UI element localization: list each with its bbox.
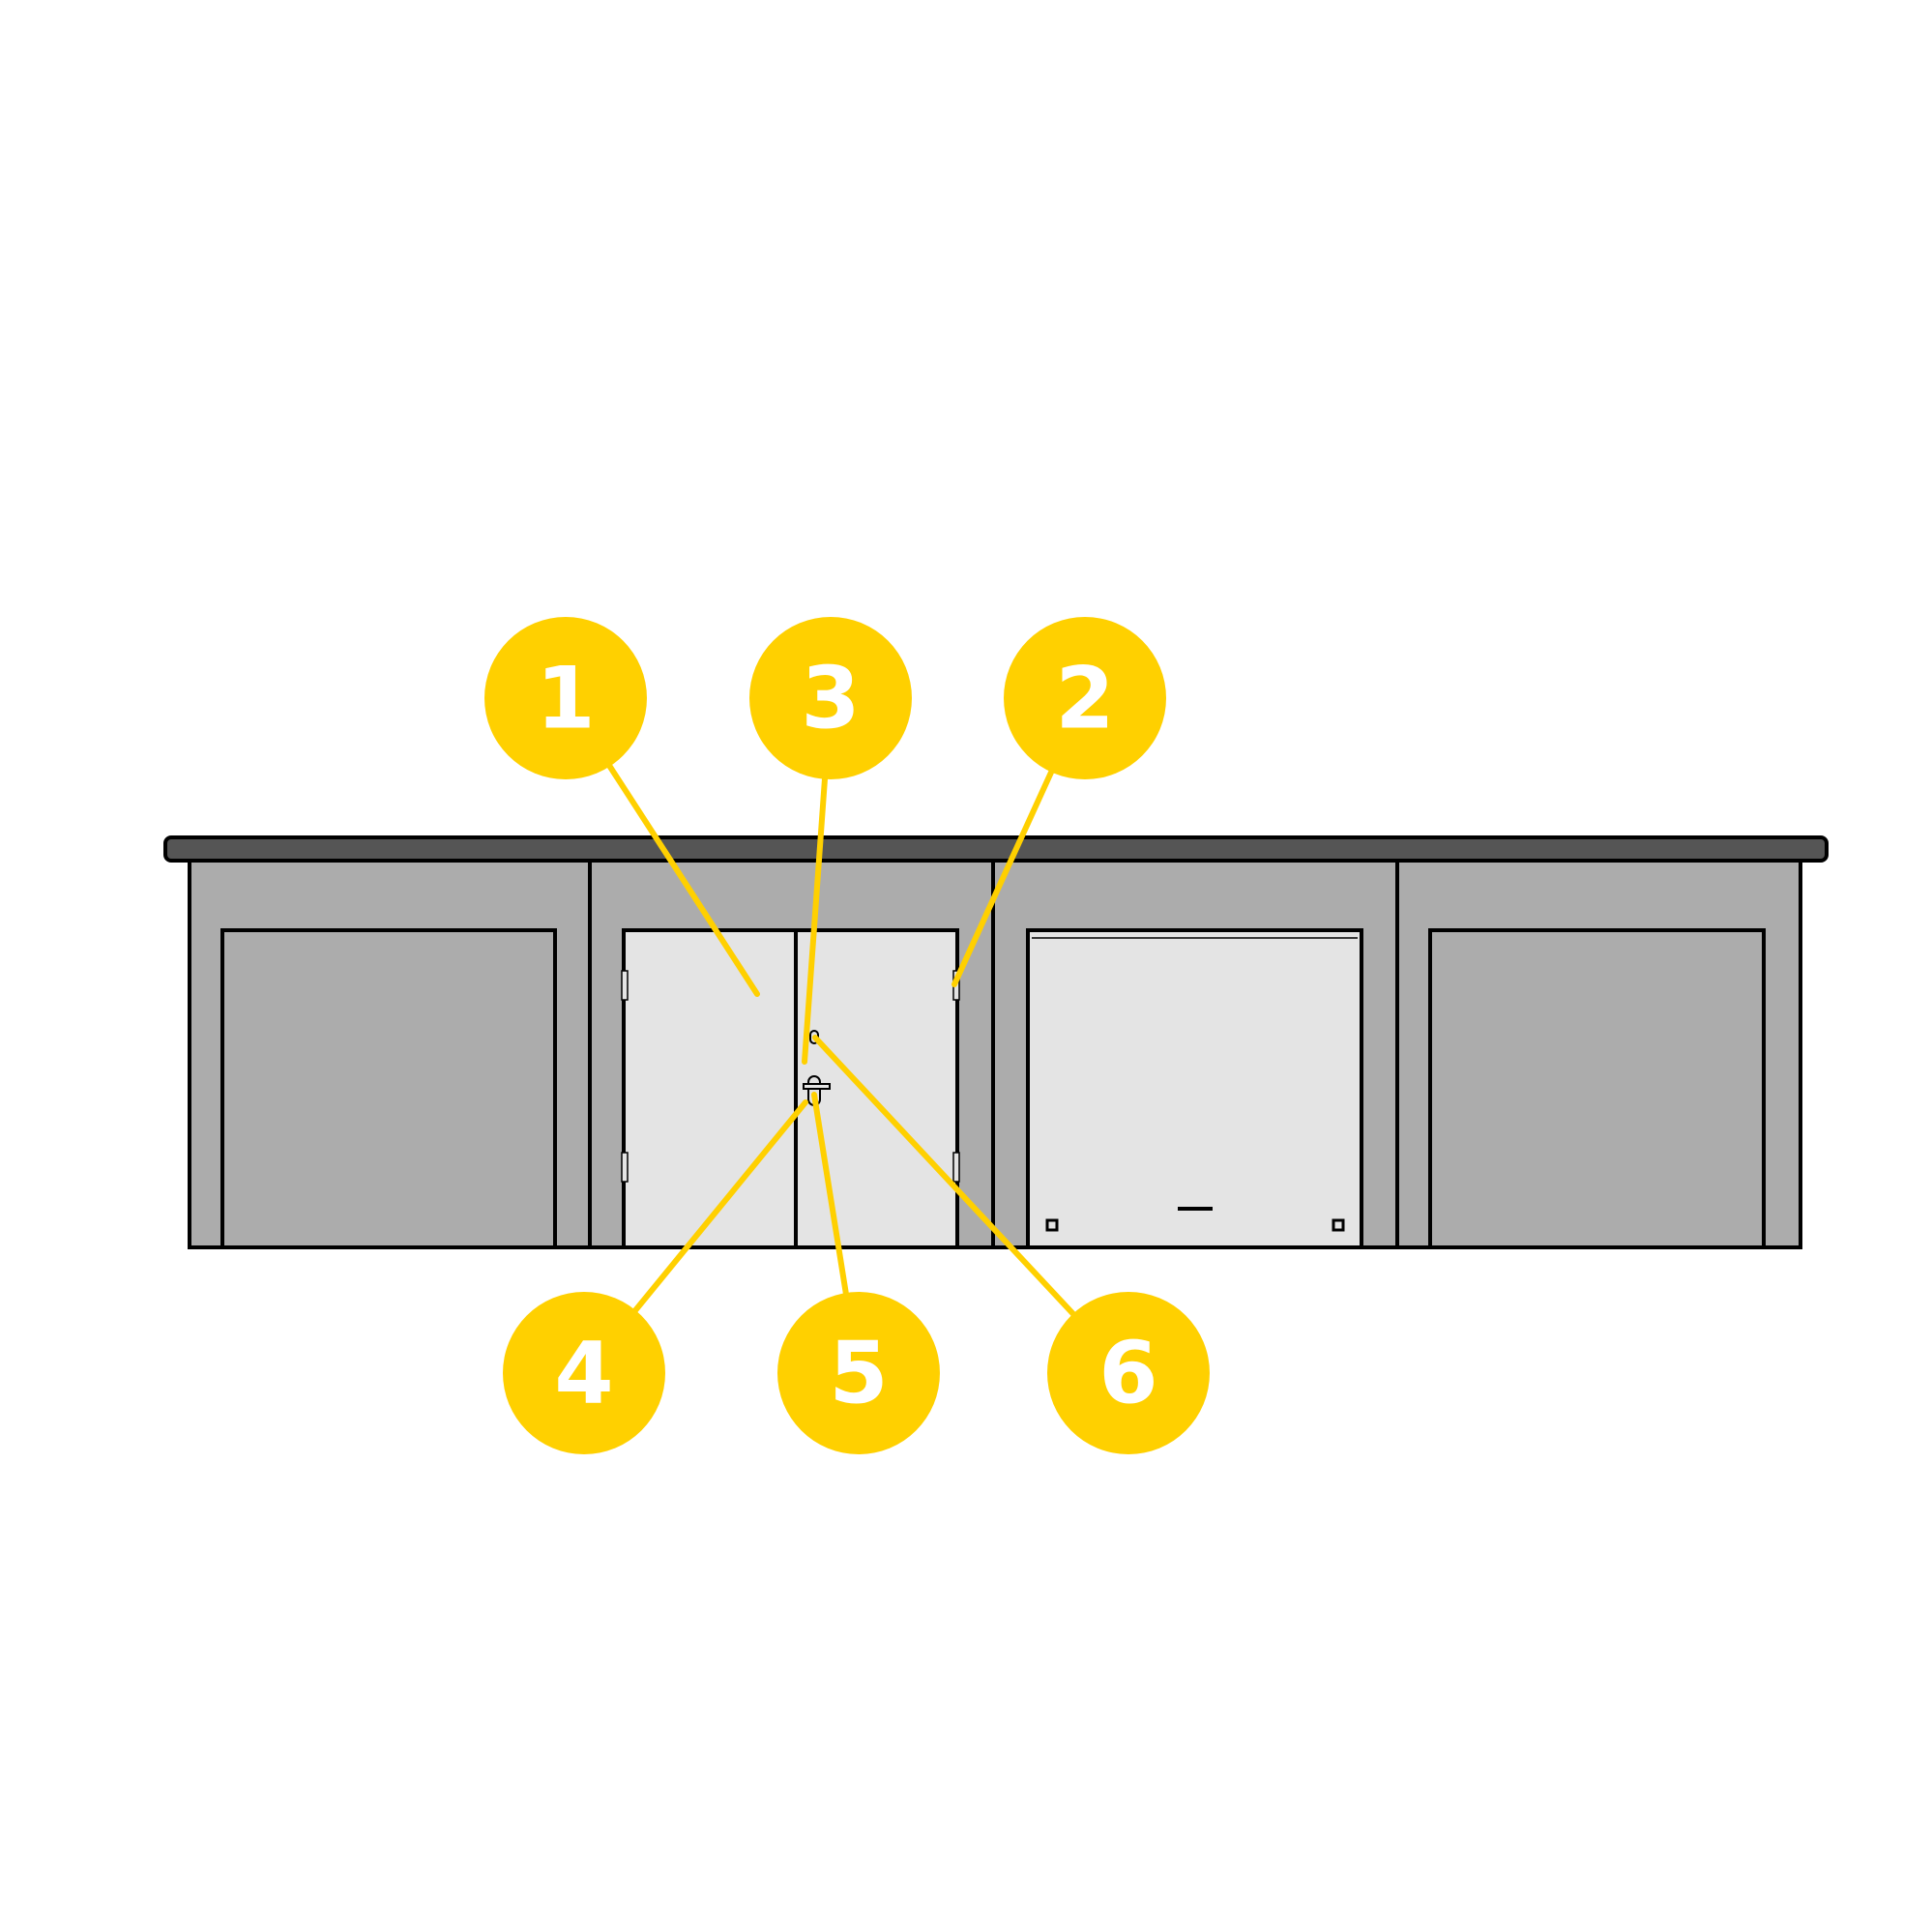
callout-1: 1 [484,617,647,779]
hinge-icon [621,970,629,1001]
garage-block [163,835,1829,1249]
closed-door-right [1428,928,1766,1249]
callout-4: 4 [503,1292,665,1454]
handle-bar-icon [803,1083,831,1090]
callout-label: 6 [1098,1324,1157,1423]
callout-6: 6 [1047,1292,1210,1454]
callout-badge [749,617,912,779]
lock-icon [1045,1218,1059,1232]
lock-icon [1332,1218,1345,1232]
callout-badge [1004,617,1166,779]
callout-3: 3 [749,617,912,779]
callout-label: 5 [829,1324,888,1423]
callout-label: 4 [554,1324,613,1423]
callout-label: 1 [536,649,595,748]
callout-badge [777,1292,940,1454]
callout-label: 2 [1055,649,1114,748]
closed-door-left [220,928,557,1249]
double-swing-door [621,928,960,1249]
callout-badge [484,617,647,779]
hinge-icon [621,1152,629,1183]
callout-badge [503,1292,665,1454]
swing-door-frame [622,928,959,1249]
roof-slab [163,835,1829,863]
up-and-over-door [1026,928,1363,1249]
callout-badge [1047,1292,1210,1454]
hinge-icon [952,1152,960,1183]
up-over-door-panel [1026,928,1363,1249]
callout-5: 5 [777,1292,940,1454]
callout-label: 3 [801,649,860,748]
callout-2: 2 [1004,617,1166,779]
